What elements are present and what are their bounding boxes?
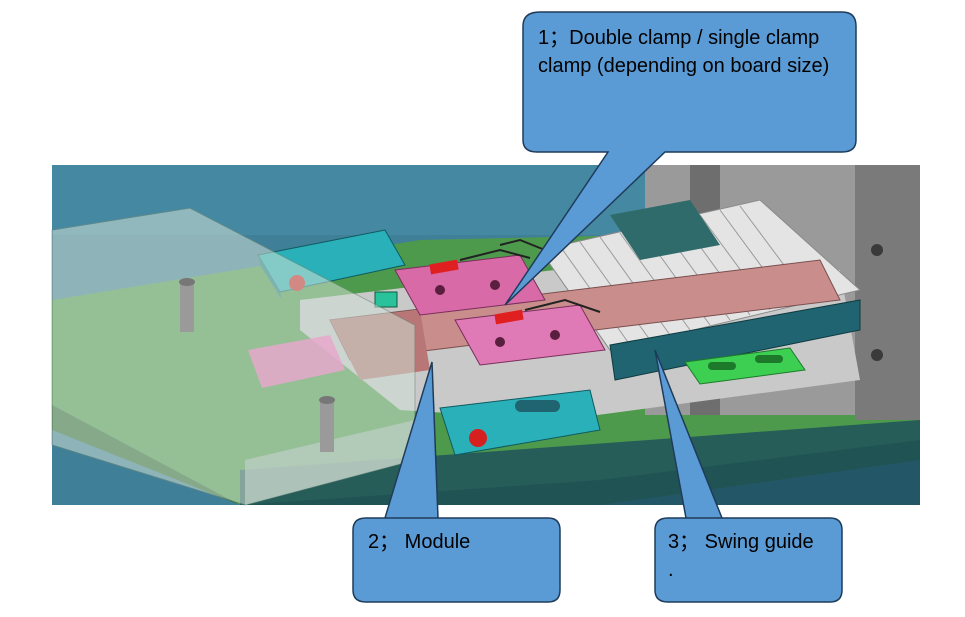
callout-1-text: 1；Double clamp / single clamp clamp (dep… — [538, 27, 830, 77]
callout-2-text: 2； Module — [368, 531, 471, 553]
right-wall-side — [855, 165, 920, 420]
callout-2 — [352, 361, 561, 603]
glass-post-cap — [179, 278, 195, 286]
glass-cover-edge — [245, 420, 415, 505]
callout-2-shape — [352, 361, 561, 603]
clamp-hole-icon — [490, 280, 500, 290]
callout-3 — [654, 349, 843, 603]
wall-hole-icon — [871, 349, 883, 361]
green-tab-slot — [708, 362, 736, 370]
pink-pad — [248, 335, 345, 388]
callout-1-shape — [504, 11, 857, 306]
callout-3-shape — [654, 349, 843, 603]
teal-block-slot — [515, 400, 560, 412]
red-lever-icon — [494, 309, 524, 325]
wall-hole-icon — [871, 244, 883, 256]
swing-guide-bar — [609, 299, 861, 381]
glass-post — [320, 400, 334, 452]
green-sensor-block — [374, 291, 398, 308]
clamp-linkage — [459, 238, 601, 313]
glass-post-cap — [319, 396, 335, 404]
rail-dark-window — [610, 200, 720, 260]
red-pin-icon — [469, 429, 487, 447]
pink-clamp-lower — [454, 304, 606, 366]
clamp-hole-icon — [435, 285, 445, 295]
red-lever-icon — [429, 259, 459, 275]
clamp-hole-icon — [550, 330, 560, 340]
callout-1 — [504, 11, 857, 306]
glass-post — [180, 282, 194, 332]
clamp-hole-icon — [495, 337, 505, 347]
callout-3-text: 3； Swing guide . — [668, 531, 814, 581]
green-tab-slot — [755, 355, 783, 363]
